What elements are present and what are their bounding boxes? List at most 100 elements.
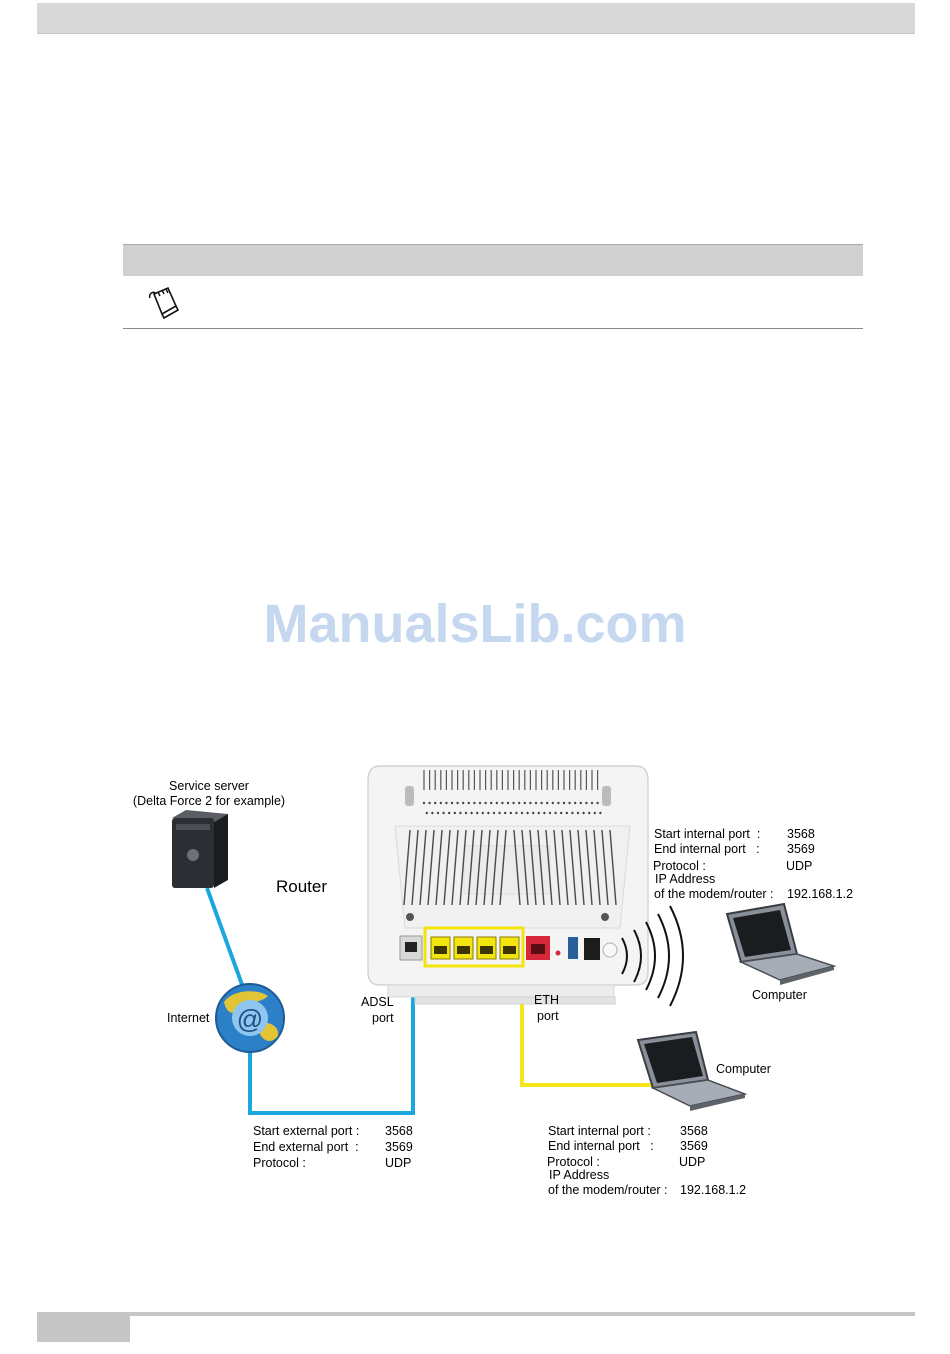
svg-text:@: @ [237, 1004, 263, 1034]
vent-hole [478, 801, 482, 805]
wifi-start-value: 3568 [787, 827, 815, 841]
router-vents [403, 770, 617, 906]
vent-slot [609, 829, 617, 906]
vent-hole [532, 811, 535, 815]
vent-slot [601, 829, 609, 906]
vent-hole [596, 801, 599, 805]
vent-slot [411, 829, 419, 906]
vent-hole [529, 801, 532, 805]
vent-hole [462, 801, 465, 805]
wired-ip-label: IP Address [549, 1168, 609, 1182]
wired-ip-value: 192.168.1.2 [680, 1183, 746, 1197]
wired-protocol-value: UDP [679, 1155, 705, 1169]
vent-hole [425, 811, 428, 815]
ext-end-label: End external port : [253, 1140, 359, 1154]
eth-jack-socket [503, 946, 516, 954]
eth-ports [430, 936, 520, 960]
vent-hole [504, 811, 507, 815]
vent-hole [526, 811, 529, 815]
vent-hole [599, 811, 602, 815]
vent-hole [459, 811, 462, 815]
vent-hole [473, 801, 476, 805]
vent-slot [443, 829, 451, 906]
watermark: ManualsLib.com [263, 594, 687, 654]
vent-hole [518, 801, 521, 805]
wired-start-label: Start internal port : [548, 1124, 651, 1138]
ext-protocol-label: Protocol : [253, 1156, 306, 1170]
adsl-port-sublabel: port [372, 1011, 394, 1025]
vent-hole [557, 801, 560, 805]
vent-hole [445, 801, 448, 805]
computer-wired-label: Computer [716, 1062, 771, 1076]
vent-hole [470, 811, 473, 815]
laptop-wifi-icon [725, 902, 837, 985]
vent-slot [459, 829, 467, 906]
vent-hole [515, 811, 518, 815]
vent-slot [427, 829, 435, 906]
vent-slot [545, 829, 553, 906]
vent-hole [560, 811, 563, 815]
ext-start-value: 3568 [385, 1124, 413, 1138]
ext-end-value: 3569 [385, 1140, 413, 1154]
vent-slot [491, 829, 499, 906]
wifi-ip-label: IP Address [655, 872, 715, 886]
service-server-sublabel: (Delta Force 2 for example) [133, 794, 285, 808]
vent-hole [540, 801, 543, 805]
vent-hole [534, 801, 538, 805]
vent-hole [428, 801, 431, 805]
vent-hole [436, 811, 440, 815]
ext-start-label: Start external port : [253, 1124, 359, 1138]
vent-hole [501, 801, 504, 805]
vent-hole [548, 811, 552, 815]
vent-slot [521, 829, 529, 906]
computer-wifi-label: Computer [752, 988, 807, 1002]
vent-hole [506, 801, 510, 805]
server-icon [172, 810, 228, 888]
vent-hole [490, 801, 493, 805]
vent-hole [512, 801, 515, 805]
wifi-ip-label-2: of the modem/router : [654, 887, 774, 901]
vent-hole [509, 811, 512, 815]
vent-slot [435, 829, 443, 906]
vent-hole [568, 801, 571, 805]
wifi-end-value: 3569 [787, 842, 815, 856]
ext-protocol-value: UDP [385, 1156, 411, 1170]
wan-cable-server [205, 887, 246, 991]
eth-jack-socket [480, 946, 493, 954]
vent-hole [543, 811, 546, 815]
vent-slot [569, 829, 577, 906]
laptop-wired-icon [636, 1030, 748, 1111]
wifi-end-label: End internal port : [654, 842, 760, 856]
vent-hole [588, 811, 591, 815]
vent-slot [467, 829, 475, 906]
vent-slot [561, 829, 569, 906]
vent-hole [467, 801, 470, 805]
vent-slot [403, 829, 411, 906]
vent-hole [565, 811, 568, 815]
eth-ports-highlight [423, 926, 525, 968]
internet-label: Internet [167, 1011, 210, 1025]
vent-hole [487, 811, 490, 815]
wired-protocol-label: Protocol : [547, 1155, 600, 1169]
vent-slot [529, 829, 537, 906]
page-header-bar [37, 3, 915, 34]
vent-slot [419, 829, 427, 906]
vent-hole [554, 811, 557, 815]
wifi-protocol-value: UDP [786, 859, 812, 873]
vent-hole [498, 811, 501, 815]
vent-slot [475, 829, 483, 906]
vent-slot [577, 829, 585, 906]
vent-hole [431, 811, 434, 815]
vent-slot [483, 829, 491, 906]
vent-hole [450, 801, 454, 805]
vent-hole [464, 811, 468, 815]
vent-slot [585, 829, 593, 906]
vent-hole [590, 801, 594, 805]
vent-slot [537, 829, 545, 906]
wired-end-label: End internal port : [548, 1139, 654, 1153]
vent-hole [481, 811, 484, 815]
eth-port-sublabel: port [537, 1009, 559, 1023]
router-title: Router [276, 877, 327, 896]
vent-hole [448, 811, 451, 815]
